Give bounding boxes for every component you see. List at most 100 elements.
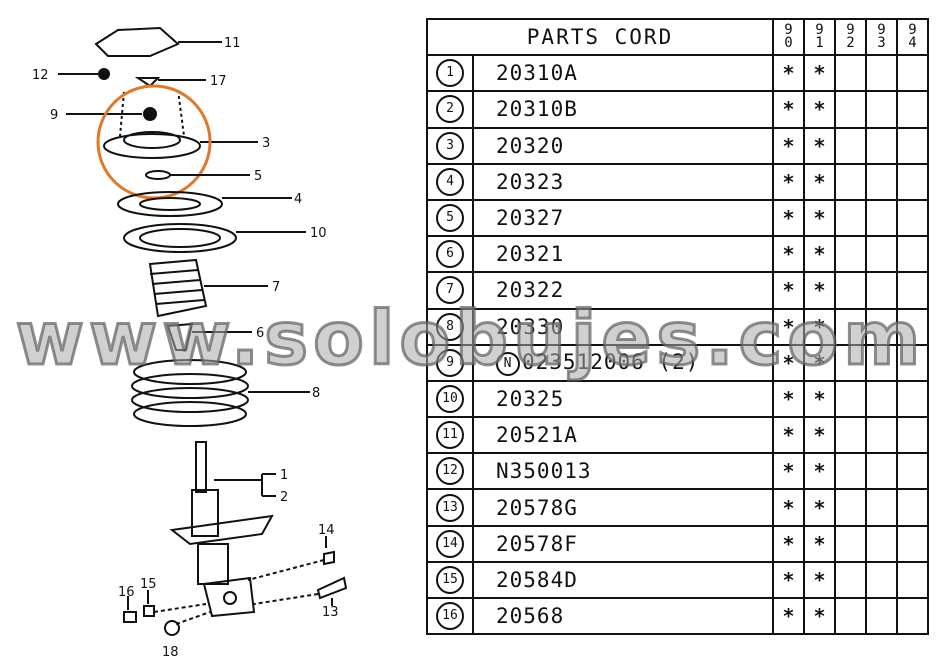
year-mark [865, 271, 898, 310]
callout-15: 15 [140, 577, 157, 592]
year-mark [834, 524, 867, 563]
year-mark: * [803, 307, 836, 346]
year-mark: * [803, 271, 836, 310]
ref-number: 15 [436, 565, 464, 594]
coil-spring [131, 359, 249, 427]
year-mark: * [772, 90, 805, 129]
year-mark [865, 235, 898, 274]
ref-number: 3 [436, 131, 464, 160]
part-code: 20568 [496, 604, 565, 629]
part-code: 20321 [496, 242, 565, 267]
ref-number: 13 [436, 493, 464, 522]
year-mark [834, 488, 867, 527]
part-code: 20327 [496, 206, 565, 231]
part-code: 20320 [496, 133, 565, 158]
strut-exploded-diagram: 11 12 17 9 3 5 4 10 7 6 8 1 2 14 15 16 1… [32, 26, 348, 660]
callout-10: 10 [310, 226, 327, 241]
ref-number: 1 [436, 59, 464, 88]
part-code: 20310A [496, 61, 578, 86]
callout-3: 3 [262, 136, 270, 151]
year-mark: * [803, 162, 836, 201]
year-mark [834, 343, 867, 382]
top-mount-cover [94, 26, 180, 57]
table-row: 7 20322 ** [426, 271, 929, 310]
year-mark [896, 524, 929, 563]
year-mark [834, 162, 867, 201]
nut-15 [143, 605, 155, 617]
ref-number: 16 [436, 602, 464, 631]
year-mark [865, 452, 898, 491]
year-mark [834, 54, 867, 93]
part-code: 20323 [496, 169, 565, 194]
year-mark: * [772, 198, 805, 238]
callout-5: 5 [254, 169, 262, 184]
year-mark [834, 560, 867, 600]
ref-number: 8 [436, 312, 464, 341]
callout-8: 8 [312, 386, 320, 401]
year-mark [834, 271, 867, 310]
year-mark: * [772, 488, 805, 527]
year-mark [834, 452, 867, 491]
year-mark: * [803, 452, 836, 491]
ref-number: 14 [436, 529, 464, 558]
year-mark [896, 271, 929, 310]
nut-9 [143, 107, 157, 121]
callout-7: 7 [272, 280, 280, 295]
year-mark [834, 596, 867, 636]
part-code: 023512006 (2) [522, 349, 700, 374]
year-mark [865, 416, 898, 455]
highlight-circle [96, 84, 212, 200]
callout-6: 6 [256, 326, 264, 341]
year-mark: * [803, 126, 836, 165]
year-mark: * [772, 271, 805, 310]
rubber-seat [123, 223, 237, 253]
year-mark: * [772, 343, 805, 382]
part-code: 20330 [496, 314, 565, 339]
spring-seat [117, 191, 223, 217]
year-mark: * [772, 126, 805, 165]
washer-18 [164, 620, 180, 636]
year-mark: * [803, 90, 836, 129]
year-mark [865, 524, 898, 563]
year-mark [896, 90, 929, 129]
year-mark: * [772, 524, 805, 563]
year-mark [834, 126, 867, 165]
year-mark [865, 198, 898, 238]
callout-2: 2 [280, 490, 288, 505]
strut-mount [103, 133, 201, 159]
bolt-14 [323, 550, 335, 566]
year-mark [896, 488, 929, 527]
year-mark: * [772, 452, 805, 491]
nut-12 [98, 68, 110, 80]
callout-14: 14 [318, 523, 335, 538]
bump-stop [166, 322, 194, 351]
parts-cord-header: PARTS CORD [426, 17, 774, 57]
year-mark [865, 596, 898, 636]
ref-number: 7 [436, 276, 464, 305]
year-mark: * [803, 488, 836, 527]
part-code: 20578G [496, 495, 578, 520]
part-code: 20322 [496, 278, 565, 303]
shock-absorber [169, 441, 274, 618]
year-mark [896, 560, 929, 600]
year-mark: * [803, 596, 836, 636]
year-mark [865, 379, 898, 419]
year-mark [834, 379, 867, 419]
callout-12: 12 [32, 68, 49, 83]
ref-number: 5 [436, 204, 464, 233]
table-row: 13 20578G ** [426, 488, 929, 527]
year-mark [865, 90, 898, 129]
part-code: 20578F [496, 531, 578, 556]
year-mark [896, 307, 929, 346]
year-mark [865, 488, 898, 527]
